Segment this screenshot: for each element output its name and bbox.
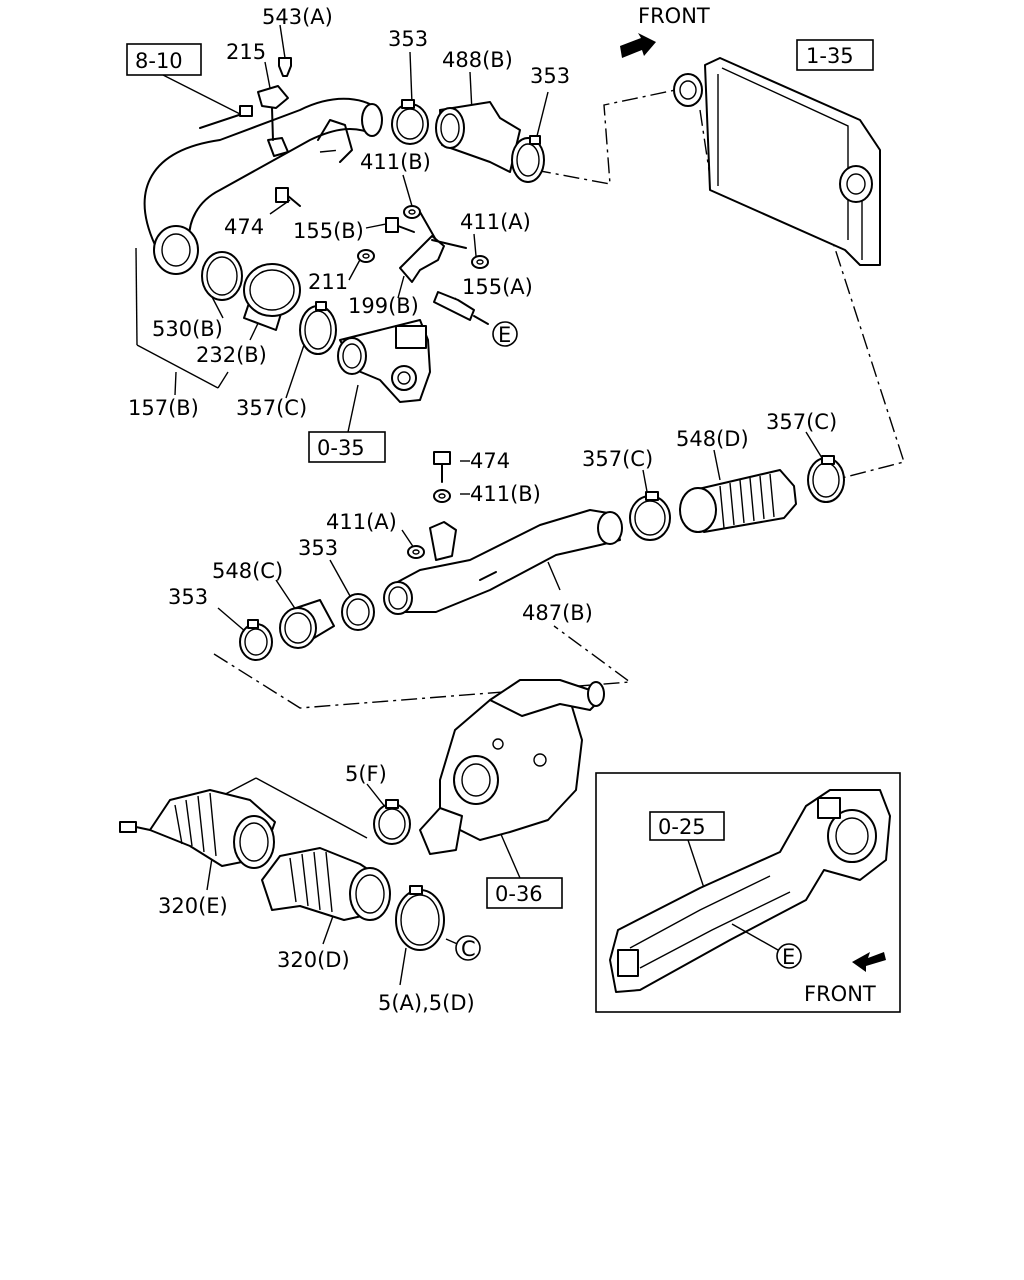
bolt-543a[interactable] [278,57,292,77]
label-155b: 155(B) [293,219,364,243]
hose-320e[interactable] [119,789,276,869]
clamp-357c-upper[interactable] [299,301,337,355]
ref-0-35-label: 0-35 [317,436,365,460]
front-label-top: FRONT [638,4,710,28]
label-353-lower: 353 [168,585,208,609]
ref-8-10[interactable]: 8-10 [126,43,202,76]
label-543a: 543(A) [262,5,333,29]
label-548c: 548(C) [212,559,283,583]
marker-c[interactable]: C [455,935,481,961]
front-indicator-top: FRONT [620,4,710,58]
label-155a: 155(A) [462,275,533,299]
label-411b-middle: 411(B) [470,482,541,506]
pipe-488b[interactable] [435,101,521,173]
turbocharger[interactable] [419,679,605,855]
hose-548c[interactable] [279,599,335,649]
clamp-353-upper-right[interactable] [511,135,545,183]
ref-0-36[interactable]: 0-36 [486,877,563,909]
clamp-357c-middle-right[interactable] [807,455,845,503]
label-5f: 5(F) [345,762,387,786]
clamp-353-middle[interactable] [341,593,375,631]
marker-c-label: C [461,937,476,961]
part-labels: 543(A) 215 353 488(B) 353 411(B) 474 155… [128,5,837,1015]
label-474-upper: 474 [224,215,264,239]
label-353-middle: 353 [298,536,338,560]
label-320d: 320(D) [277,948,350,972]
label-411b-upper: 411(B) [360,150,431,174]
marker-e-upper-label: E [498,323,511,347]
hose-548d[interactable] [679,469,797,533]
bracket-199b[interactable] [399,211,467,283]
label-357c-middle-left: 357(C) [582,447,653,471]
throttle-body[interactable] [337,319,431,403]
pipe-487b[interactable] [383,509,623,615]
hose-157b[interactable] [143,97,383,275]
inset-intake-manifold: 0-25 FRONT [595,772,901,1013]
sensor-215[interactable] [199,85,289,141]
label-211: 211 [308,270,348,294]
ref-0-25-label: 0-25 [658,815,706,839]
ref-0-36-label: 0-36 [495,882,543,906]
front-arrow-icon [852,952,886,972]
marker-e-inset[interactable]: E [776,943,802,969]
label-357c-upper: 357(C) [236,396,307,420]
intake-manifold[interactable] [609,789,891,993]
nut-411a-upper[interactable] [471,255,489,269]
front-arrow-icon [620,33,656,58]
label-353-top-right: 353 [530,64,570,88]
ref-1-35-label: 1-35 [806,44,854,68]
label-199b: 199(B) [348,294,419,318]
washer-411b-middle[interactable] [433,489,451,503]
label-488b: 488(B) [442,48,513,72]
front-label-inset: FRONT [804,982,876,1006]
label-157b: 157(B) [128,396,199,420]
label-320e: 320(E) [158,894,228,918]
hose-320d[interactable] [261,847,391,921]
hose-232b[interactable] [243,263,301,331]
clamp-357c-middle-left[interactable] [629,491,671,541]
clamp-530b[interactable] [201,251,243,301]
label-548d: 548(D) [676,427,749,451]
ref-1-35[interactable]: 1-35 [796,39,874,71]
marker-e-inset-label: E [782,945,795,969]
label-353-top-left: 353 [388,27,428,51]
label-215: 215 [226,40,266,64]
intercooler[interactable] [673,57,881,266]
nut-211[interactable] [357,249,375,263]
clamp-5f[interactable] [373,799,411,845]
ref-0-35[interactable]: 0-35 [308,431,386,463]
label-232b: 232(B) [196,343,267,367]
label-530b: 530(B) [152,317,223,341]
ref-0-25[interactable]: 0-25 [649,811,725,841]
clamp-353-lower[interactable] [239,619,273,661]
bolt-474-upper[interactable] [275,187,301,207]
marker-e-upper[interactable]: E [492,321,518,347]
clamp-5a-5d[interactable] [395,885,445,951]
nut-411a-middle[interactable] [407,545,425,559]
inset-front-indicator: FRONT [804,952,886,1006]
label-411a-upper: 411(A) [460,210,531,234]
label-474-middle: 474 [470,449,510,473]
nut-411b-upper[interactable] [403,205,421,219]
bolt-155b[interactable] [385,217,415,233]
ref-8-10-label: 8-10 [135,49,183,73]
label-411a-middle: 411(A) [326,510,397,534]
label-5a-5d: 5(A),5(D) [378,991,475,1015]
clamp-353-upper-left[interactable] [391,99,429,145]
sensor-155a[interactable] [433,291,489,325]
label-487b: 487(B) [522,601,593,625]
bolt-474-middle[interactable] [433,451,451,483]
label-357c-middle-right: 357(C) [766,410,837,434]
